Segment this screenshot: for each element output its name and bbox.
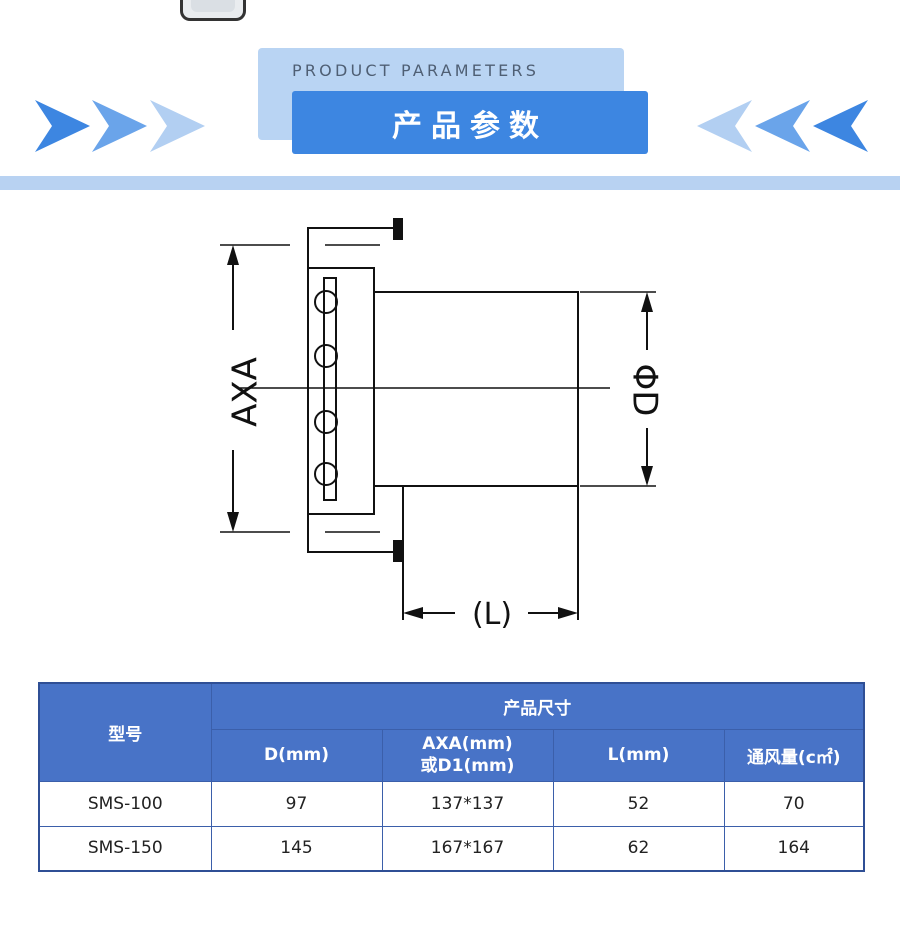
parameter-table: 型号 产品尺寸 D(mm) AXA(mm) 或D1(mm) L(mm) 通风量(… [38,682,865,872]
col-header-airflow: 通风量(c㎡) [723,728,865,782]
section-divider [0,176,900,190]
l-cell: 52 [552,780,725,827]
airflow-cell: 70 [723,780,865,827]
col-header-l: L(mm) [552,728,725,782]
banner-subtitle: PRODUCT PARAMETERS [292,61,540,80]
banner-title: 产品参数 [292,91,648,154]
axa-label: AXA [226,357,266,427]
airflow-cell: 164 [723,825,865,872]
axa-cell: 137*137 [381,780,554,827]
axa-cell: 167*167 [381,825,554,872]
product-image-fragment [180,0,246,21]
l-cell: 62 [552,825,725,872]
model-cell: SMS-150 [38,825,212,872]
chevrons-right-icon [35,100,205,152]
length-label: (L) [472,597,512,632]
chevrons-left-icon [697,100,868,152]
d-cell: 97 [210,780,383,827]
table-row: SMS-150 145 167*167 62 164 [38,825,865,872]
model-cell: SMS-100 [38,780,212,827]
model-header: 型号 [38,682,212,782]
diameter-label: ΦD [625,364,665,417]
d-cell: 145 [210,825,383,872]
col-header-axa: AXA(mm) 或D1(mm) [381,728,554,782]
size-group-header: 产品尺寸 [210,682,865,730]
col-header-d: D(mm) [210,728,383,782]
table-row: SMS-100 97 137*137 52 70 [38,780,865,827]
dimension-diagram: AXA ΦD (L) [220,218,665,632]
